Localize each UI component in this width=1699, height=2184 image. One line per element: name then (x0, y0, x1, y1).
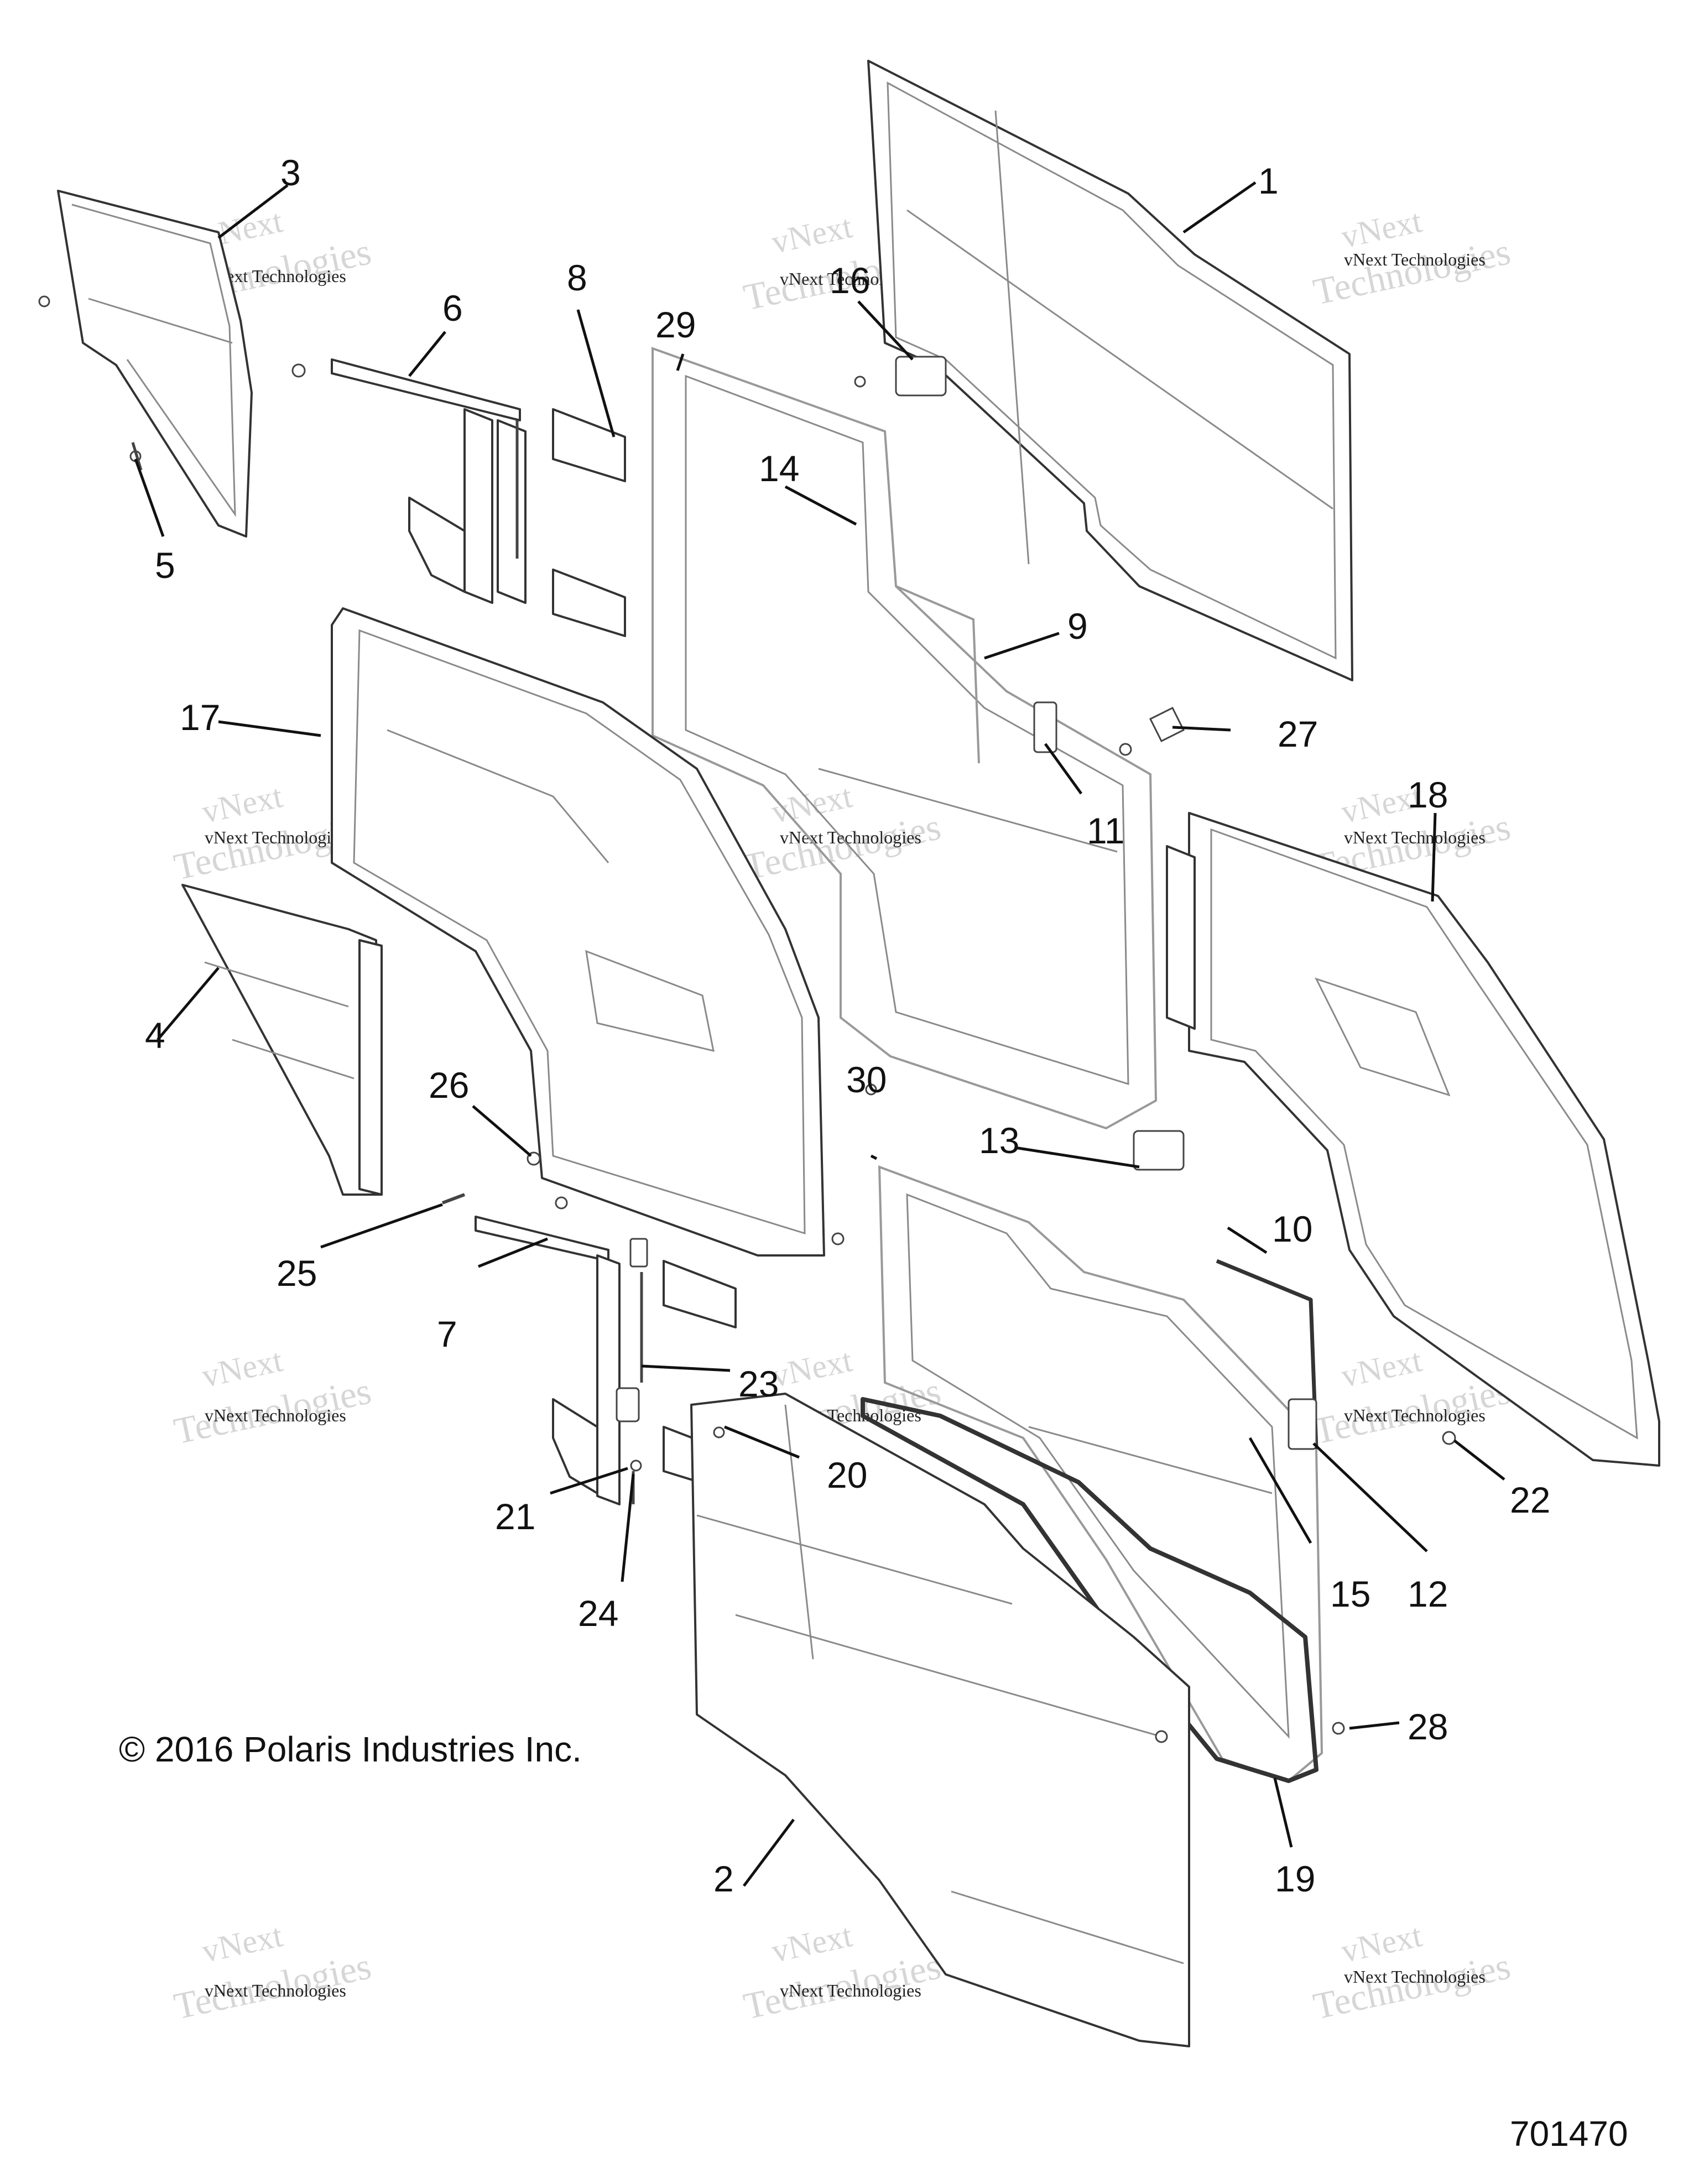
callout-21: 21 (495, 1496, 535, 1537)
callout-18: 18 (1408, 774, 1448, 815)
part-8-hinge-plates (552, 408, 626, 637)
callout-20: 20 (827, 1455, 867, 1495)
callout-7: 7 (437, 1313, 457, 1354)
watermark-big-1: vNext (199, 778, 285, 830)
callout-28: 28 (1408, 1706, 1448, 1747)
watermark: vNext Technologies (1310, 1917, 1514, 2027)
watermark-small: vNext Technologies (780, 1980, 921, 2000)
callout-6: 6 (442, 288, 463, 329)
watermark-big-1: vNext (1338, 1342, 1425, 1394)
watermark-big-1: vNext (768, 1342, 855, 1394)
watermark-big-1: vNext (199, 1342, 285, 1394)
callout-14: 14 (759, 448, 799, 489)
callout-10: 10 (1272, 1208, 1312, 1249)
callout-9: 9 (1067, 606, 1088, 647)
leader-lines (134, 181, 1505, 1887)
callout-24: 24 (578, 1593, 618, 1634)
watermark-big-2: Technologies (1310, 230, 1514, 313)
watermark-big-1: vNext (768, 208, 855, 260)
callout-17: 17 (180, 697, 220, 738)
watermark-small: vNext Technologies (780, 827, 921, 847)
watermark-small: vNext Technologies (1344, 1967, 1486, 1987)
callout-26: 26 (429, 1065, 469, 1106)
callout-30: 30 (846, 1059, 887, 1100)
hardware-group (38, 295, 1456, 1743)
callout-4: 4 (145, 1015, 165, 1056)
watermark-big-1: vNext (1338, 1917, 1425, 1969)
callout-3: 3 (280, 152, 301, 193)
watermark-small: vNext Technologies (205, 1405, 346, 1425)
part-3-upper-front-panel (57, 190, 253, 538)
callout-25: 25 (277, 1253, 317, 1294)
watermark-big-1: vNext (1338, 202, 1425, 255)
part-9-door-edge (895, 585, 980, 764)
callout-23: 23 (738, 1363, 779, 1404)
callout-8: 8 (567, 257, 587, 298)
callout-22: 22 (1510, 1479, 1550, 1520)
copyright-notice: © 2016 Polaris Industries Inc. (119, 1729, 582, 1769)
callout-11: 11 (1087, 810, 1125, 851)
part-4-lower-front-panel (181, 884, 383, 1196)
part-18-rear-inner-panel (1166, 812, 1660, 1467)
callout-29: 29 (655, 304, 696, 345)
callout-27: 27 (1278, 713, 1318, 754)
watermark-small: vNext Technologies (205, 1980, 346, 2000)
watermark-small: vNext Technologies (1344, 1405, 1486, 1425)
callout-labels: 1 2 3 4 5 6 7 8 9 10 11 12 13 14 15 16 1… (145, 152, 1550, 1899)
watermark-small: vNext Technologies (1344, 827, 1486, 847)
watermark-small: vNext Technologies (205, 827, 346, 847)
watermark-big-1: vNext (768, 1917, 855, 1969)
part-30-lower-door-frame (878, 1165, 1323, 1782)
watermark: vNext Technologies (170, 1917, 374, 2027)
part-2-lower-door-outer-panel (690, 1393, 1190, 2047)
drawing-number: 701470 (1510, 2114, 1628, 2154)
callout-13: 13 (979, 1120, 1019, 1161)
watermark-small: vNext Technologies (1344, 249, 1486, 269)
watermark: vNext Technologies (170, 1342, 374, 1452)
watermark-big-1: vNext (199, 1917, 285, 1969)
callout-2: 2 (713, 1858, 734, 1899)
part-19-door-seal (861, 1397, 1318, 1783)
part-17-door-inner-panel (331, 607, 825, 1257)
callout-1: 1 (1258, 160, 1279, 201)
callout-5: 5 (155, 545, 175, 586)
callout-19: 19 (1275, 1858, 1315, 1899)
part-6-upper-hinge-bracket (331, 358, 527, 604)
callout-15: 15 (1330, 1573, 1370, 1614)
callout-16: 16 (830, 260, 870, 301)
part-1-upper-door-panel (867, 60, 1353, 681)
callout-12: 12 (1408, 1573, 1448, 1614)
